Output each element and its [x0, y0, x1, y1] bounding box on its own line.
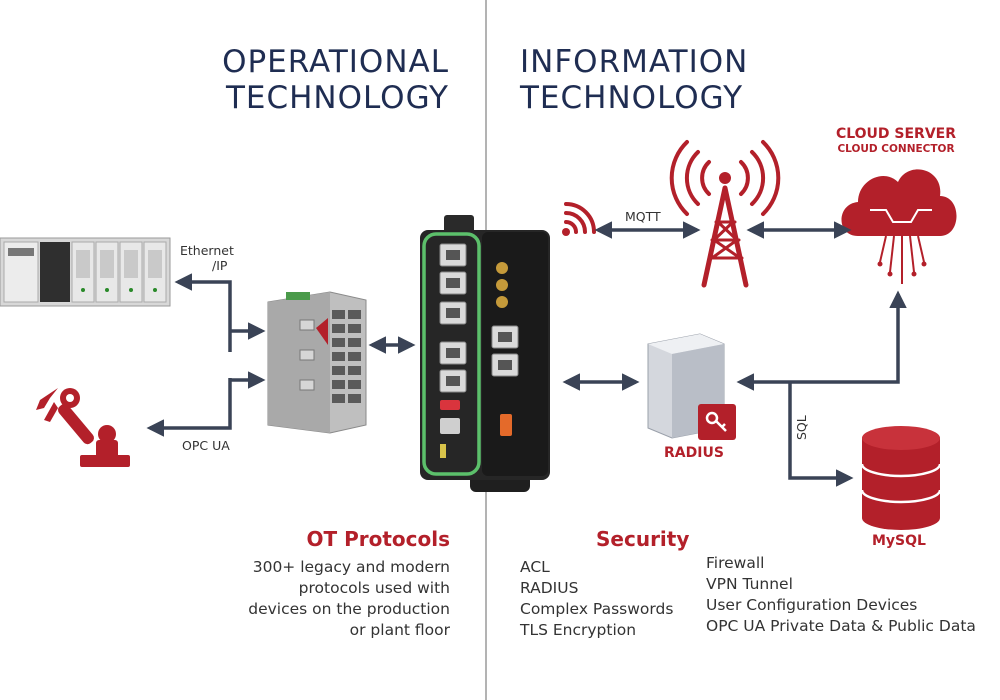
connector-arrows: [146, 221, 907, 487]
radius-server-image: [647, 333, 736, 440]
plc-rack-image: [0, 237, 171, 307]
it-heading-line2: TECHNOLOGY: [520, 80, 744, 116]
security-item: ACL: [520, 558, 550, 576]
robot-arm-icon: [36, 388, 130, 467]
cell-tower-icon: [669, 140, 781, 288]
security-item: User Configuration Devices: [706, 596, 918, 614]
cloud-server-label: CLOUD SERVER: [835, 126, 957, 142]
ot-heading: OPERATIONAL TECHNOLOGY: [222, 44, 449, 116]
security-list-col1: ACL RADIUS Complex Passwords TLS Encrypt…: [520, 557, 673, 641]
wireless-signal-icon: [562, 202, 596, 236]
ot-heading-line2: TECHNOLOGY: [225, 80, 449, 116]
ot-protocols-line: or plant floor: [349, 621, 450, 639]
cloud-icon: [841, 169, 957, 284]
mysql-label: MySQL: [872, 533, 926, 549]
ethernet-label-line1: Ethernet: [180, 243, 234, 258]
ot-protocols-description: 300+ legacy and modern protocols used wi…: [248, 557, 450, 641]
radius-label: RADIUS: [664, 445, 724, 461]
ot-protocols-line: 300+ legacy and modern: [252, 558, 450, 576]
security-item: Complex Passwords: [520, 600, 674, 618]
it-heading-line1: INFORMATION: [520, 44, 749, 80]
security-item: OPC UA Private Data & Public Data: [706, 617, 976, 635]
industrial-switch-image: [267, 291, 367, 434]
security-item: VPN Tunnel: [706, 575, 793, 593]
ot-protocols-line: protocols used with: [298, 579, 450, 597]
security-item: TLS Encryption: [520, 621, 637, 639]
it-heading: INFORMATION TECHNOLOGY: [520, 44, 748, 116]
security-title: Security: [596, 527, 690, 551]
security-item: Firewall: [706, 554, 765, 572]
arrow-sql: [788, 382, 854, 487]
ot-protocols-line: devices on the production: [248, 600, 450, 618]
security-list-col2: Firewall VPN Tunnel User Configuration D…: [706, 553, 976, 637]
cloud-connector-label: CLOUD CONNECTOR: [837, 143, 955, 155]
arrow-plc-switch: [174, 273, 232, 352]
mqtt-label: MQTT: [625, 209, 661, 224]
ot-protocols-title: OT Protocols: [306, 527, 450, 551]
arrow-robot-switch: [146, 378, 232, 437]
opcua-label: OPC UA: [182, 438, 230, 453]
ethernet-label-line2: /IP: [212, 258, 228, 273]
sql-label: SQL: [794, 415, 809, 440]
security-item: RADIUS: [520, 579, 579, 597]
ot-heading-line1: OPERATIONAL: [222, 44, 449, 80]
mysql-database-icon: [860, 426, 942, 530]
arrow-radius-cloud: [736, 290, 907, 391]
gateway-device-image: [420, 215, 550, 492]
